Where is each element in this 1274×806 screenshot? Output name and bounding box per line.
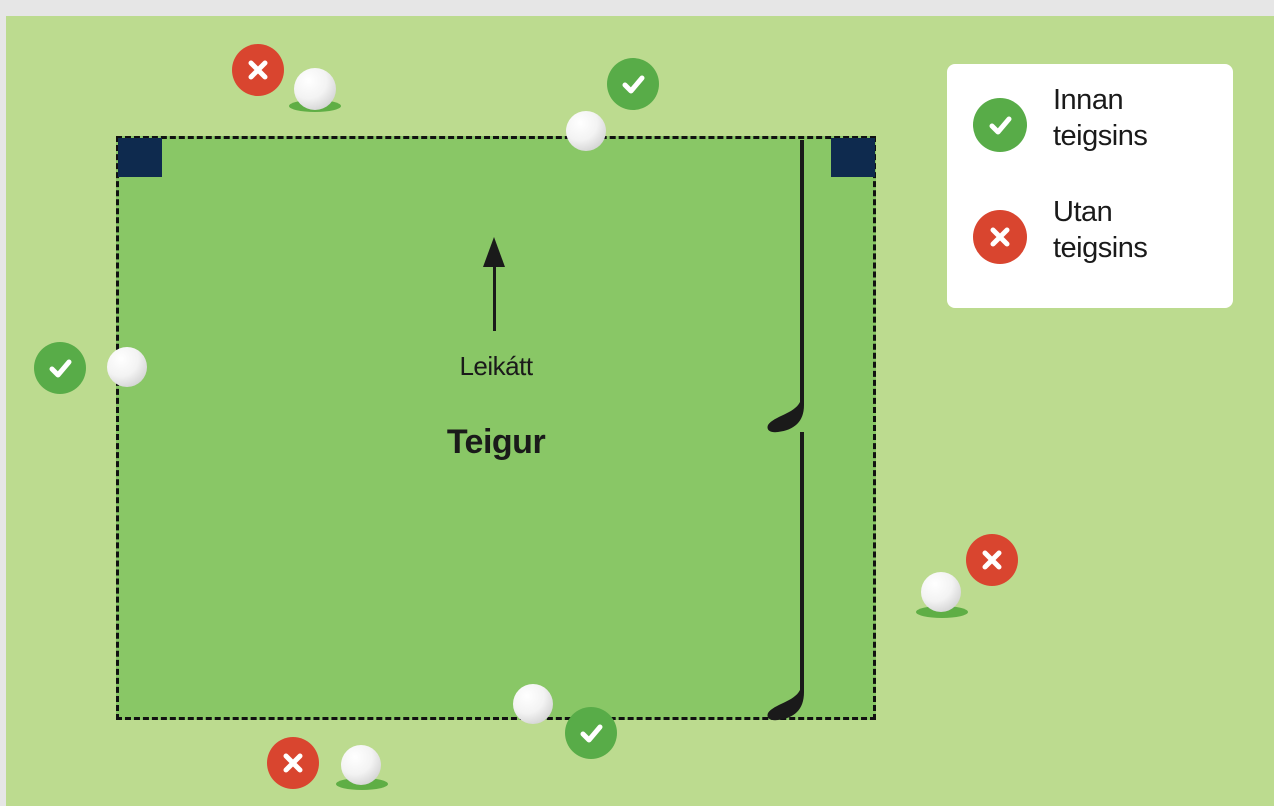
golf-ball xyxy=(341,745,381,785)
golf-ball xyxy=(566,111,606,151)
inside-badge-icon xyxy=(34,342,86,394)
legend-outside-line2: teigsins xyxy=(1053,230,1193,266)
direction-label: Leikátt xyxy=(406,351,586,382)
inside-badge-icon xyxy=(565,707,617,759)
check-icon xyxy=(973,98,1027,152)
outside-badge-icon xyxy=(232,44,284,96)
cross-icon xyxy=(973,210,1027,264)
golf-course-background: Leikátt Teigur Innan teigsins xyxy=(6,16,1274,806)
tee-marker-right xyxy=(831,138,875,177)
legend-inside-line1: Innan xyxy=(1053,82,1193,118)
legend-inside-label: Innan teigsins xyxy=(1053,82,1193,154)
golf-ball xyxy=(294,68,336,110)
tee-marker-left xyxy=(118,138,162,177)
area-label: Teigur xyxy=(386,423,606,462)
outside-badge-icon xyxy=(966,534,1018,586)
legend-outside-line1: Utan xyxy=(1053,194,1193,230)
legend-inside-line2: teigsins xyxy=(1053,118,1193,154)
golf-ball xyxy=(921,572,961,612)
golf-club-icon xyxy=(764,140,824,740)
arrow-shaft xyxy=(493,261,496,331)
golf-ball xyxy=(513,684,553,724)
legend-outside-label: Utan teigsins xyxy=(1053,194,1193,266)
outside-badge-icon xyxy=(267,737,319,789)
golf-ball xyxy=(107,347,147,387)
inside-badge-icon xyxy=(607,58,659,110)
legend: Innan teigsins Utan teigsins xyxy=(947,64,1233,308)
